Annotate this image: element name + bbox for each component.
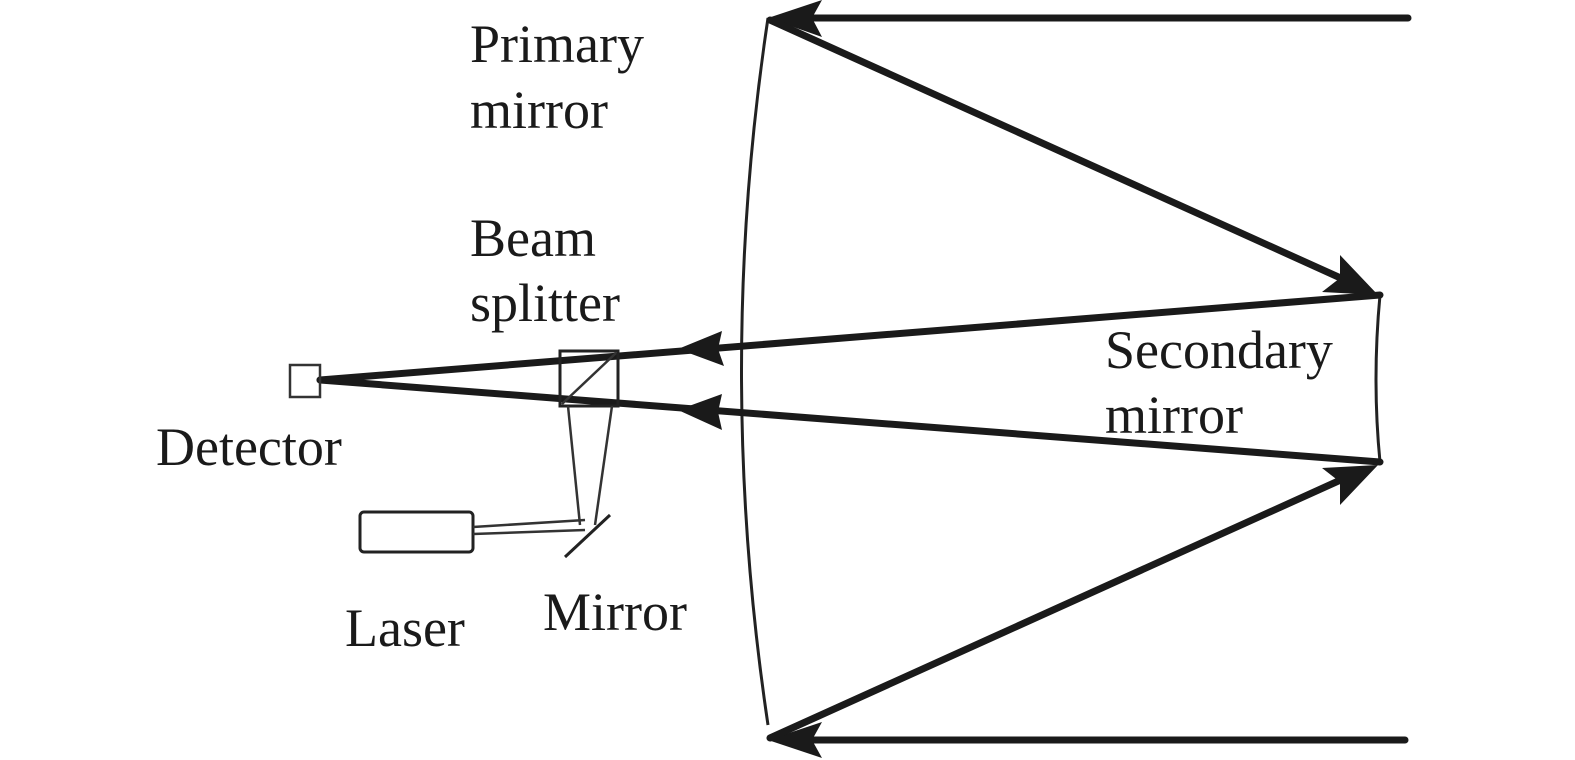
secondary-mirror-label-line1: Secondary [1105,320,1333,380]
laser-beam-lower [472,528,586,536]
incoming-ray-top-arrowhead [768,0,822,37]
mirror-label: Mirror [543,582,687,642]
primary-mirror-label-line2: mirror [470,80,608,140]
fold-beam-left [566,405,582,526]
detector-box [288,363,322,399]
ray-secondary-to-detector-upper [316,291,1384,384]
ray-primary-to-secondary-top-arrowhead [1322,255,1378,295]
ray-primary-to-secondary-top [766,16,1349,284]
incoming-ray-bottom-arrowhead [768,722,822,758]
laser-beam-upper [472,518,586,529]
ray-secondary-to-detector-lower [316,376,1384,466]
ray-secondary-to-detector-lower-arrowhead [678,394,722,430]
beam-splitter-label-line1: Beam [470,208,596,268]
primary-mirror-shape [740,17,770,726]
laser-label: Laser [345,598,465,658]
detector-label: Detector [156,417,342,477]
secondary-mirror-label-line2: mirror [1105,385,1243,445]
secondary-mirror-shape [1374,294,1382,463]
beam-splitter-diagonal [561,352,617,405]
laser-body [358,510,475,554]
fold-beam-right [593,405,614,526]
beam-splitter-label-line2: splitter [470,273,620,333]
beam-splitter-cube [558,349,620,408]
ray-primary-to-secondary-bottom [766,474,1349,742]
primary-mirror-label-line1: Primary [470,14,644,74]
fold-mirror [563,513,612,559]
ray-primary-to-secondary-bottom-arrowhead [1322,465,1378,505]
ray-secondary-to-detector-upper-arrowhead [678,331,724,366]
